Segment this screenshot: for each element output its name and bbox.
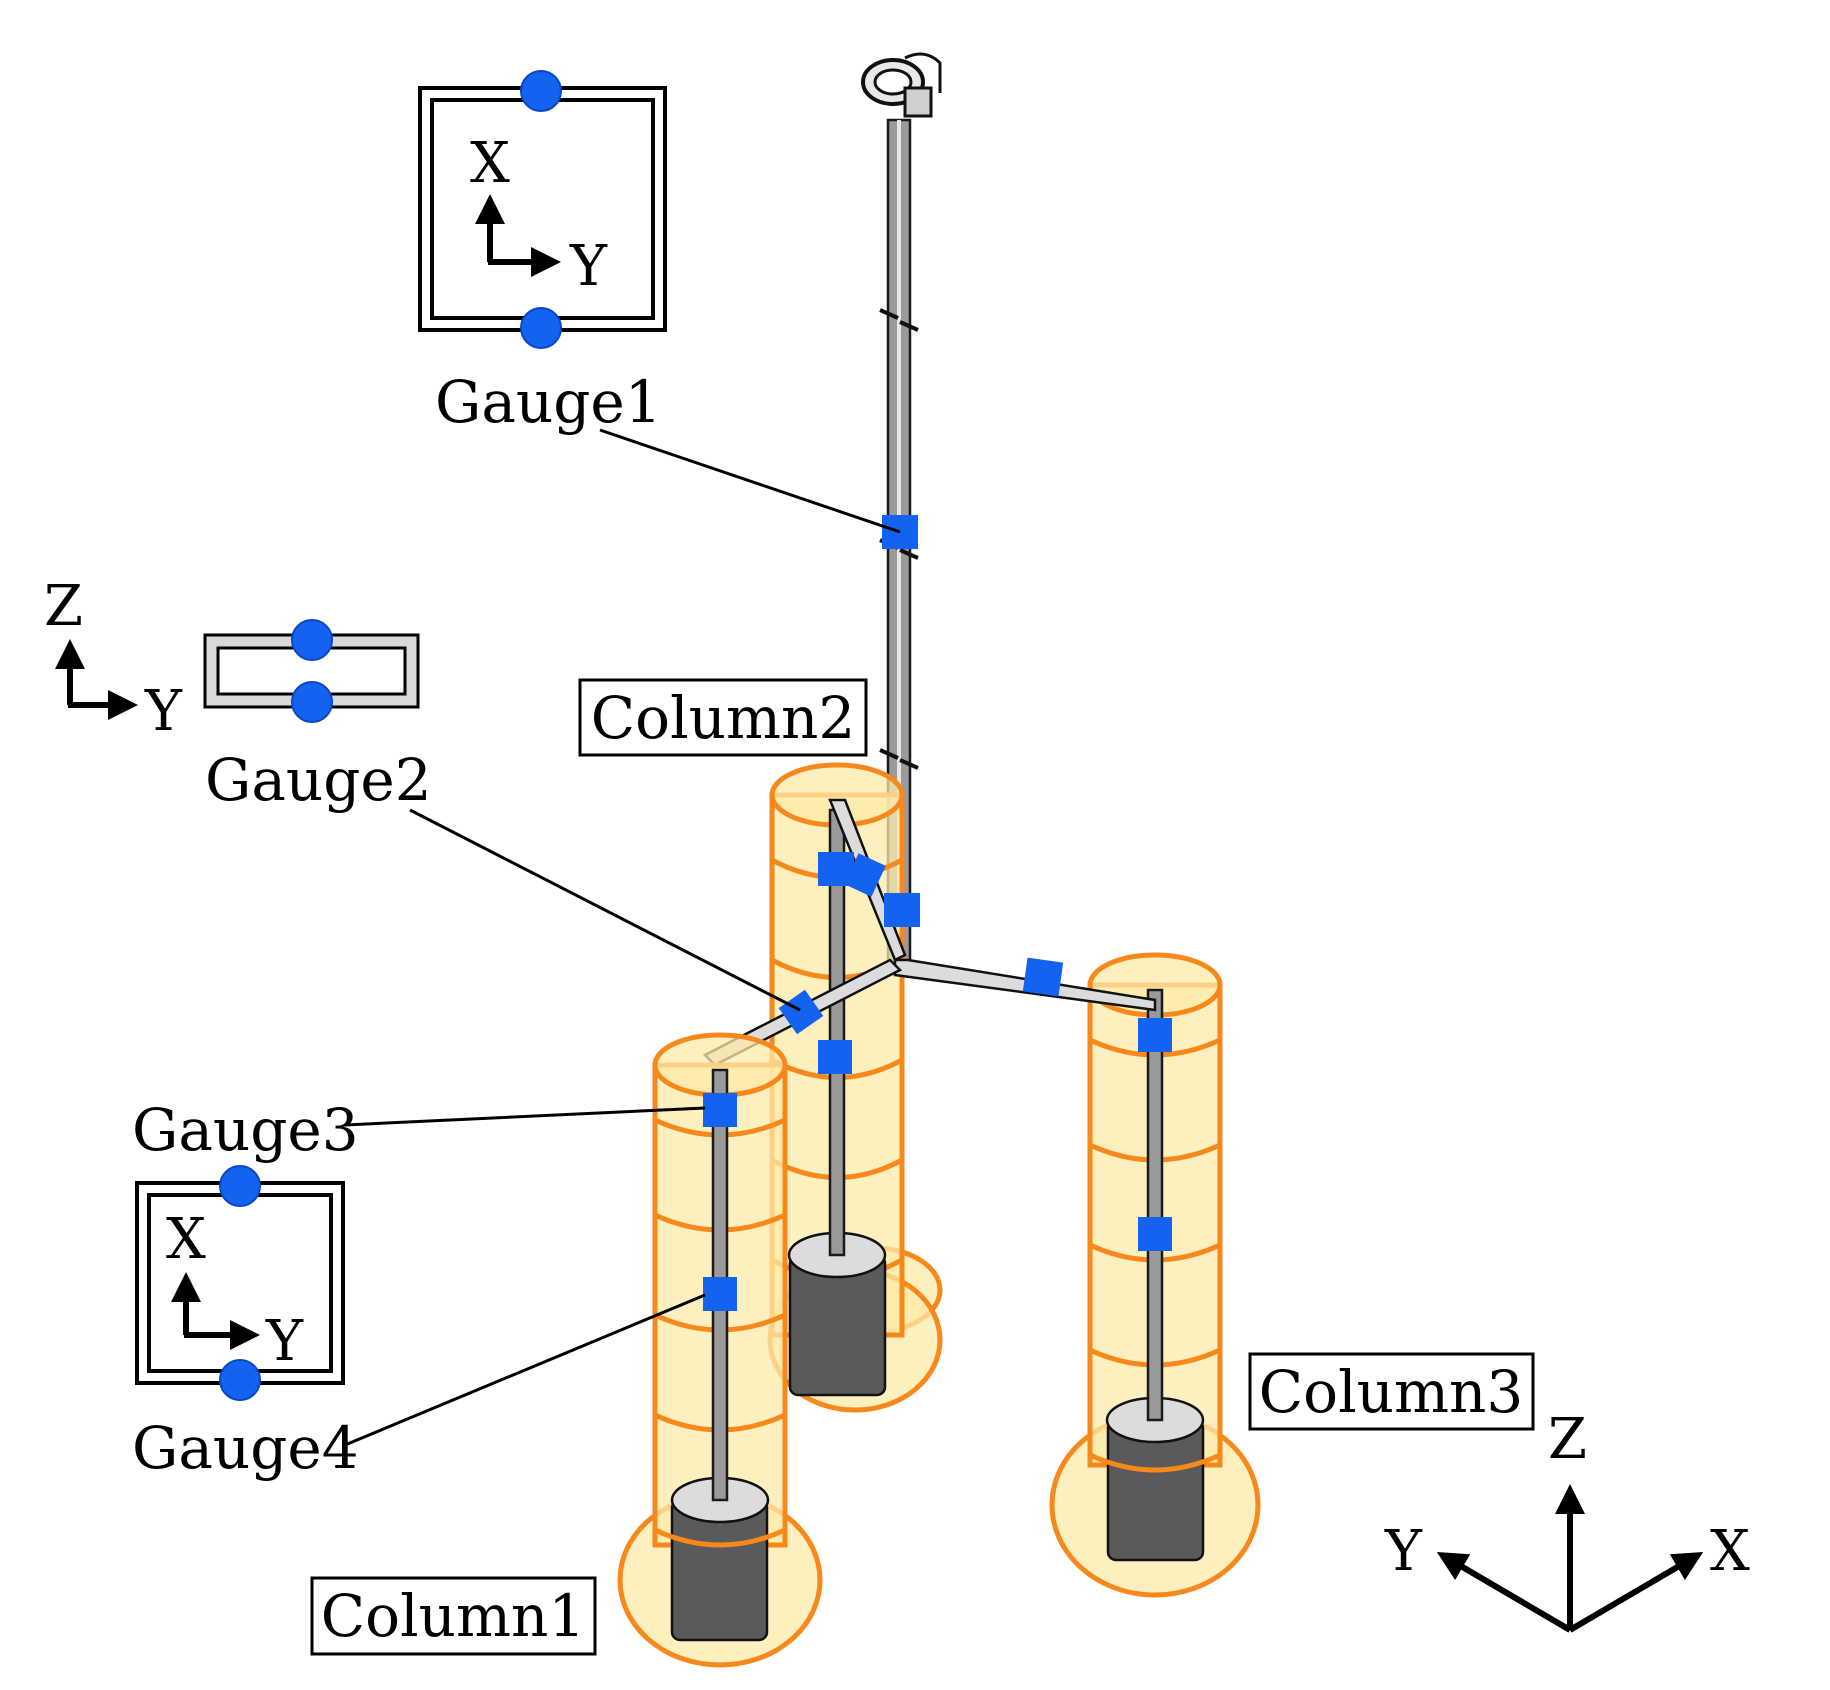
gauge2-label: Gauge2 bbox=[205, 746, 432, 814]
gauge34-axis-right-label: Y bbox=[265, 1309, 304, 1374]
global-axis-y-label: Y bbox=[1384, 1519, 1423, 1584]
svg-text:Column2: Column2 bbox=[591, 684, 855, 752]
svg-text:Column1: Column1 bbox=[321, 1582, 585, 1650]
gauge2-section-inset: Z Y bbox=[44, 574, 420, 744]
gauge2-marker bbox=[778, 989, 824, 1035]
gauge34-axis-up-label: X bbox=[166, 1207, 206, 1272]
svg-text:Column3: Column3 bbox=[1259, 1358, 1523, 1426]
column1-label-box: Column1 bbox=[310, 1576, 597, 1656]
gauge-markers bbox=[703, 515, 1172, 1311]
gauge1-label: Gauge1 bbox=[435, 368, 662, 436]
gauge2-axis-up-label: Z bbox=[44, 574, 83, 639]
gauge1-section-inset: X Y bbox=[418, 70, 667, 349]
gauge1-axis-up-label: X bbox=[470, 131, 510, 196]
gauge34-section-inset: X Y bbox=[135, 1165, 345, 1401]
anemometer-icon bbox=[861, 52, 942, 118]
gauge4-marker bbox=[703, 1277, 737, 1311]
column3-label-box: Column3 bbox=[1248, 1352, 1535, 1431]
gauge1-axis-right-label: Y bbox=[569, 234, 608, 299]
gauge2-axis-right-label: Y bbox=[144, 679, 183, 744]
global-axis-z-label: Z bbox=[1548, 1407, 1587, 1472]
gauge4-label: Gauge4 bbox=[132, 1414, 359, 1482]
column2-label-box: Column2 bbox=[578, 678, 868, 757]
gauge3-marker bbox=[703, 1093, 737, 1127]
column3-model bbox=[1049, 952, 1261, 1598]
global-axis-x-label: X bbox=[1710, 1519, 1750, 1584]
gauge3-label: Gauge3 bbox=[132, 1096, 359, 1164]
leader-lines bbox=[344, 428, 901, 1447]
global-axes: Z Y X bbox=[1384, 1407, 1750, 1633]
